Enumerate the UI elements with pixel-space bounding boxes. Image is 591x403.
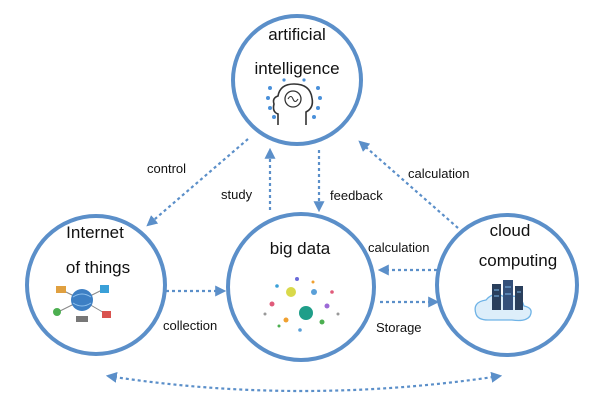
edge-label-calculation-mid: calculation	[368, 240, 429, 255]
connectors	[105, 138, 503, 393]
edge-label-study: study	[221, 187, 253, 202]
ai-label-line2: intelligence	[254, 59, 339, 78]
node-big-data: big data	[226, 212, 376, 362]
edge-labels: control study feedback calculation calcu…	[147, 161, 469, 335]
arrow-iot-cloud-bidirectional	[105, 371, 503, 393]
edge-label-storage: Storage	[376, 320, 422, 335]
ai-label-line1: artificial	[268, 25, 326, 44]
iot-network-icon	[53, 285, 111, 322]
node-artificial-intelligence: artificial intelligence	[231, 14, 363, 146]
iot-label-line1: Internet	[66, 223, 124, 242]
node-internet-of-things: Internet of things	[25, 214, 167, 356]
node-cloud-computing: cloud computing	[435, 213, 579, 357]
node-circle-ai	[231, 14, 363, 146]
edge-label-control: control	[147, 161, 186, 176]
arrow-cloud-to-ai	[358, 140, 459, 229]
cloud-label-line2: computing	[479, 251, 557, 270]
node-circle-iot	[25, 214, 167, 356]
arrow-ai-to-iot	[146, 138, 249, 227]
bigdata-label: big data	[270, 239, 331, 258]
edge-label-calculation-top: calculation	[408, 166, 469, 181]
brain-head-icon	[266, 78, 322, 125]
data-scatter-icon	[263, 277, 340, 332]
server-cloud-icon	[474, 280, 532, 322]
cloud-label-line1: cloud	[490, 221, 531, 240]
edge-label-collection: collection	[163, 318, 217, 333]
iot-label-line2: of things	[66, 258, 130, 277]
edge-label-feedback: feedback	[330, 188, 383, 203]
node-circle-bigdata	[226, 212, 376, 362]
